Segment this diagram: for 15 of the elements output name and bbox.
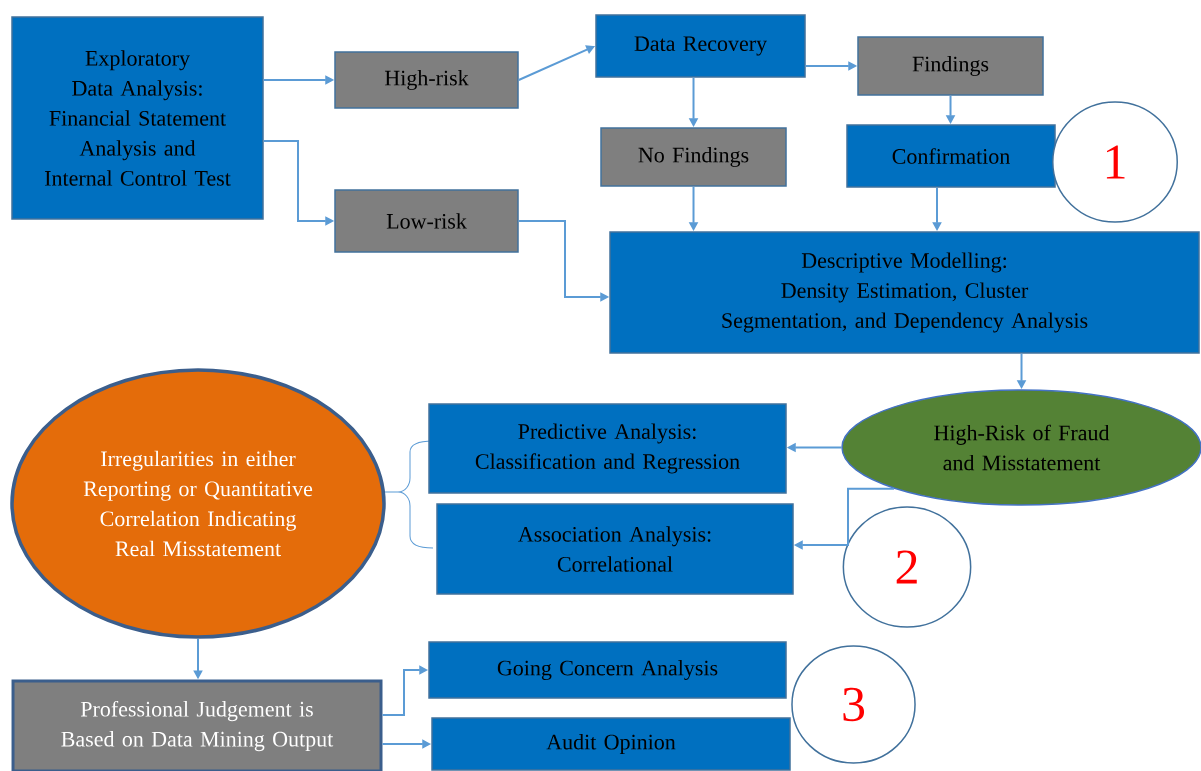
process-box: Predictive Analysis: Classification and Regression — [428, 403, 787, 494]
process-box: Exploratory Data Analysis: Financial Statement Analysis and Internal Control Test — [11, 16, 264, 220]
process-box: Low-risk — [334, 189, 519, 253]
process-box: Confirmation — [846, 124, 1056, 188]
ellipse-node: High-Risk of Fraud and Misstatement — [841, 389, 1201, 506]
process-box: Professional Judgement is Based on Data Mining Output — [11, 679, 383, 771]
process-box: No Findings — [600, 127, 787, 187]
process-box: Descriptive Modelling: Density Estimation, Cluster Segmentation, and Dependency Analysis — [609, 231, 1200, 354]
ellipse-node: Irregularities in either Reporting or Quantitative Correlation Indicating Real Misstatement — [10, 368, 386, 639]
process-box: Going Concern Analysis — [428, 641, 787, 699]
process-box: Association Analysis: Correlational — [436, 503, 794, 595]
process-box: Audit Opinion — [431, 717, 791, 771]
process-box: High-risk — [334, 51, 519, 109]
process-box: Findings — [857, 36, 1044, 96]
process-box: Data Recovery — [595, 14, 806, 78]
